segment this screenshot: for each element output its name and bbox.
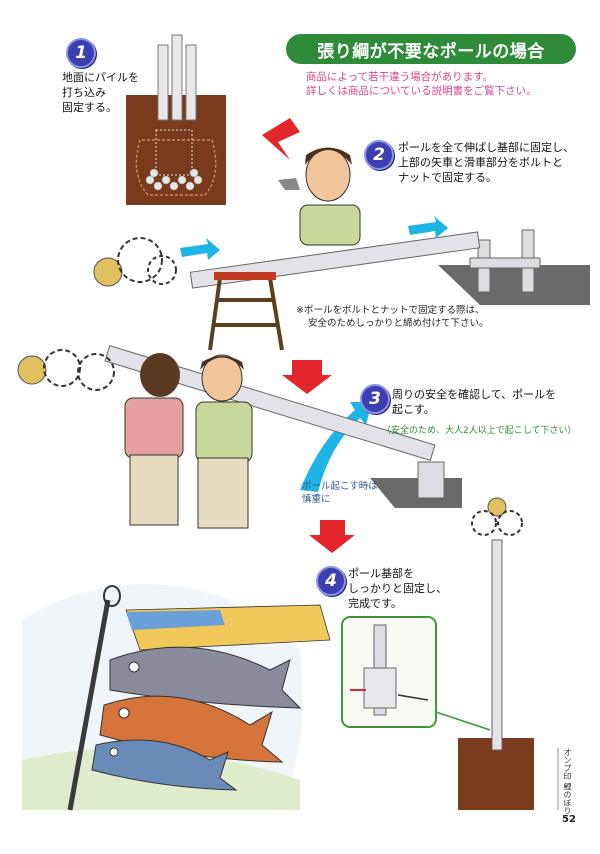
pole-assembly-illustration: [93, 147, 590, 351]
step-1-badge: 1: [66, 38, 96, 68]
step-2-line-1: ポールを全て伸ばし基部に固定し、: [398, 141, 574, 154]
step-2-badge: 2: [364, 140, 394, 170]
step-4-line-2: しっかりと固定し、: [348, 582, 447, 595]
red-arrow-3: [309, 520, 355, 553]
step-3-text: 周りの安全を確認して、ポールを 起こす。: [392, 387, 556, 417]
bolt-note-line-1: ※ポールをボルトとナットで固定する際は、: [296, 305, 485, 316]
ground-pile-illustration: [126, 34, 226, 205]
notice-line-1: 商品によって若干違う場合があります。: [306, 71, 494, 83]
step-3-line-1: 周りの安全を確認して、ポールを: [392, 388, 557, 401]
product-notice: 商品によって若干違う場合があります。 詳しくは商品についている説明書をご覧下さい…: [306, 70, 537, 98]
raise-note-line-1: ポール起こす時は: [302, 481, 378, 492]
red-arrow-2: [282, 360, 332, 394]
page-number: 52: [562, 814, 576, 825]
brand-side-label: オンプ印 鯉のぼり: [563, 748, 572, 815]
koinobori-scene: [22, 584, 331, 811]
page-title: 張り綱が不要なポールの場合: [286, 34, 576, 64]
completed-pole-illustration: [435, 497, 534, 810]
step-3-line-2: 起こす。: [392, 403, 435, 416]
step-4-line-3: 完成です。: [348, 597, 402, 610]
step-4-text: ポール基部を しっかりと固定し、 完成です。: [348, 566, 447, 611]
step-1-line-1: 地面にパイルを: [62, 71, 139, 84]
cyan-arrow-2: [408, 216, 448, 238]
raising-pole-illustration: [17, 345, 462, 529]
cyan-curved-arrow: [300, 402, 372, 492]
step-2-line-3: ナットで固定する。: [398, 171, 497, 184]
step-2-line-2: 上部の矢車と滑車部分をボルトと: [398, 156, 563, 169]
bolt-note: ※ポールをボルトとナットで固定する際は、 安全のためしっかりと締め付けて下さい。: [296, 304, 489, 330]
raise-note-line-2: 慎重に: [302, 494, 331, 505]
bolt-note-line-2: 安全のためしっかりと締め付けて下さい。: [308, 318, 489, 329]
base-detail-inset: [341, 616, 437, 728]
red-arrow-1: [262, 118, 300, 160]
step-1-text: 地面にパイルを 打ち込み 固定する。: [62, 70, 139, 115]
step-2-text: ポールを全て伸ばし基部に固定し、 上部の矢車と滑車部分をボルトと ナットで固定す…: [398, 140, 574, 185]
step-1-line-3: 固定する。: [62, 101, 117, 114]
raise-carefully-note: ポール起こす時は 慎重に: [302, 480, 378, 506]
step-4-badge: 4: [316, 566, 346, 596]
notice-line-2: 詳しくは商品についている説明書をご覧下さい。: [306, 85, 537, 97]
step-4-line-1: ポール基部を: [348, 567, 414, 580]
step-1-line-2: 打ち込み: [62, 86, 106, 99]
cyan-arrow-1: [180, 238, 220, 260]
safety-note: （安全のため、大人2人以上で起こして下さい）: [382, 426, 577, 436]
step-3-badge: 3: [360, 384, 390, 414]
